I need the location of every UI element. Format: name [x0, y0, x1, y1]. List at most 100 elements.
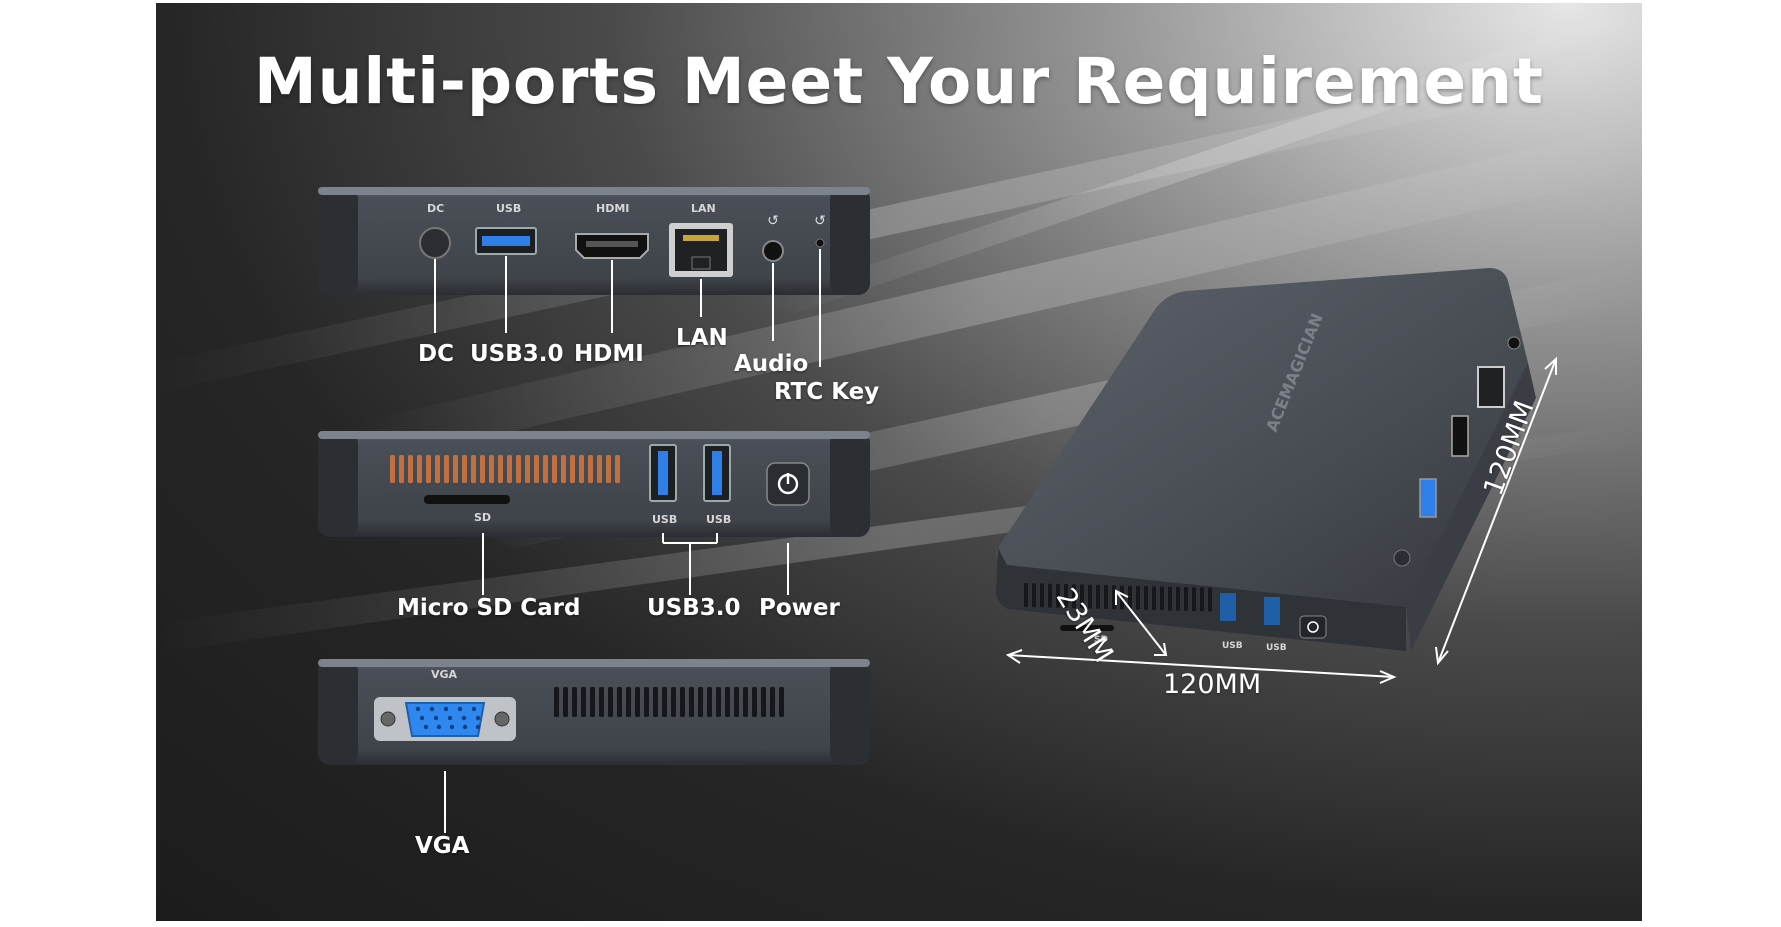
vent-slot — [1064, 584, 1068, 608]
vent-slot — [1088, 584, 1092, 609]
vent-slot — [444, 455, 449, 483]
vga-pin — [436, 724, 442, 730]
vent-slot — [653, 687, 658, 717]
front-port-label-hdmi: HDMI — [596, 202, 630, 215]
vga-pin — [447, 715, 453, 721]
vent-slot — [779, 687, 784, 717]
vent-slot — [1176, 586, 1180, 611]
vent-slot — [1168, 586, 1172, 611]
vent-slot — [543, 455, 548, 483]
label-usb30-front: USB3.0 — [470, 341, 564, 367]
vent-slot — [1208, 587, 1212, 612]
vent-slot — [635, 687, 640, 717]
vent-slot — [761, 687, 766, 717]
vent-slot — [453, 455, 458, 483]
vga-pin — [475, 715, 481, 721]
vent-slot — [572, 687, 577, 717]
vent-slot — [554, 687, 559, 717]
vent-slot — [671, 687, 676, 717]
vent-slot — [1032, 583, 1036, 608]
device-port-label-usb-1: USB — [1222, 641, 1243, 651]
vent-slot — [1200, 587, 1204, 612]
vent-slot — [570, 455, 575, 483]
label-dc: DC — [418, 341, 454, 367]
side-port-label-sd: SD — [474, 511, 492, 524]
vent-slot — [1184, 587, 1188, 611]
vga-pin — [462, 724, 468, 730]
vent-slot — [525, 455, 530, 483]
dimension-width: 120MM — [1163, 669, 1262, 700]
vent-slot — [617, 687, 622, 717]
vent-slot — [581, 687, 586, 717]
vga-pin — [443, 706, 449, 712]
label-power: Power — [759, 595, 840, 621]
vent-slot — [516, 455, 521, 483]
label-vga: VGA — [415, 833, 470, 859]
label-hdmi: HDMI — [574, 341, 644, 367]
svg-text:↺: ↺ — [814, 213, 826, 229]
back-port-label-vga: VGA — [431, 668, 458, 681]
vga-pin — [429, 706, 435, 712]
vent-slot — [417, 455, 422, 483]
vent-slot — [480, 455, 485, 483]
vent-slot — [1096, 584, 1100, 609]
vga-pin — [423, 724, 429, 730]
vent-slot — [498, 455, 503, 483]
vent-slot — [1104, 585, 1108, 609]
vent-slot — [1056, 583, 1060, 608]
vent-slot — [599, 687, 604, 717]
vent-slot — [1152, 586, 1156, 611]
vent-slot — [1080, 584, 1084, 609]
product-banner: Multi-ports Meet Your Requirement — [156, 3, 1642, 921]
vent-slot — [471, 455, 476, 483]
vent-slot — [770, 687, 775, 717]
side-port-label-usb-1: USB — [652, 513, 678, 526]
vent-slot — [426, 455, 431, 483]
side-port-label-usb-2: USB — [706, 513, 732, 526]
vent-slot — [390, 455, 395, 483]
vent-slot — [590, 687, 595, 717]
vent-slot — [752, 687, 757, 717]
front-port-label-dc: DC — [427, 202, 445, 215]
label-rtc-key: RTC Key — [774, 379, 880, 405]
vga-pin — [457, 706, 463, 712]
vent-slot — [606, 455, 611, 483]
vent-slot — [680, 687, 685, 717]
vent-slot — [507, 455, 512, 483]
vent-slot — [489, 455, 494, 483]
vent-slot — [662, 687, 667, 717]
vent-slot — [707, 687, 712, 717]
front-panel: ↺ ↺ — [318, 187, 1557, 833]
vga-pin — [433, 715, 439, 721]
vent-slot — [743, 687, 748, 717]
vent-slot — [1040, 583, 1044, 608]
front-port-label-usb: USB — [496, 202, 522, 215]
label-usb30-side: USB3.0 — [647, 595, 741, 621]
vent-slot — [644, 687, 649, 717]
vent-slot — [534, 455, 539, 483]
device-port-label-sd: SD — [1094, 635, 1108, 645]
vga-pin — [419, 715, 425, 721]
vent-slot — [698, 687, 703, 717]
vent-slot — [1128, 585, 1132, 610]
vga-pin — [471, 706, 477, 712]
label-lan: LAN — [676, 325, 728, 351]
device-port-label-usb-2: USB — [1266, 643, 1287, 653]
vent-slot — [408, 455, 413, 483]
vent-slot — [435, 455, 440, 483]
vent-slot — [725, 687, 730, 717]
vent-slot — [552, 455, 557, 483]
vent-slot — [1144, 586, 1148, 610]
vent-slot — [1072, 584, 1076, 609]
vent-slot — [1160, 586, 1164, 611]
vent-slot — [1192, 587, 1196, 612]
vent-slot — [399, 455, 404, 483]
vga-pin — [449, 724, 455, 730]
vent-slot — [1048, 583, 1052, 608]
vent-slot — [1024, 583, 1028, 607]
svg-text:↺: ↺ — [767, 213, 779, 229]
front-port-label-lan: LAN — [691, 202, 716, 215]
vent-slot — [579, 455, 584, 483]
vent-slot — [1136, 585, 1140, 610]
vent-slot — [615, 455, 620, 483]
